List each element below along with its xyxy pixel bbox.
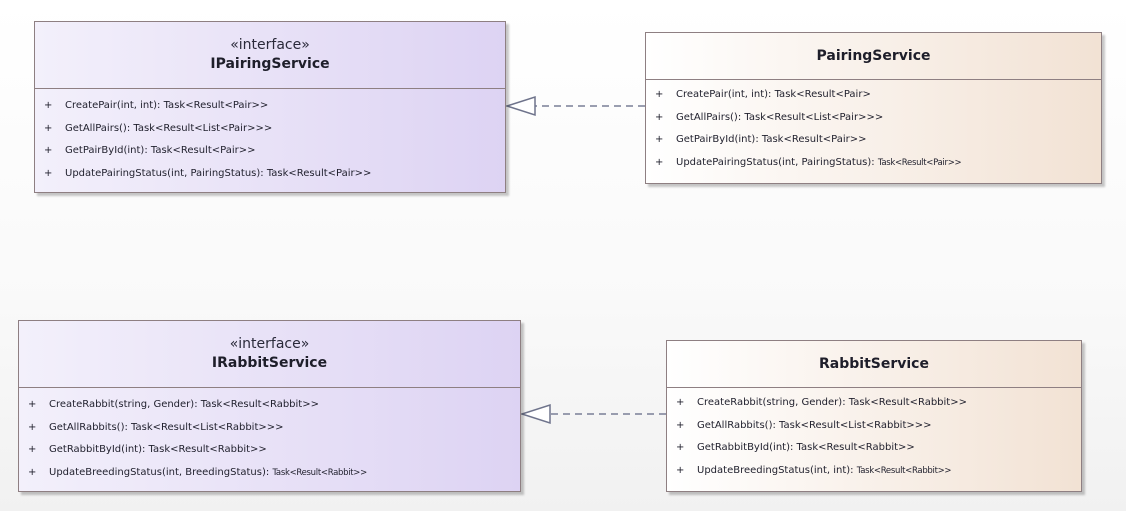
visibility-marker: + [28,421,37,433]
operation-return-type: Task<Result<Pair>> [877,157,962,168]
operation-signature: GetAllRabbits(): Task<Result<List<Rabbit… [697,419,932,431]
operation-row[interactable]: + GetPairById(int): Task<Result<Pair>> [35,140,505,163]
visibility-marker: + [44,145,53,156]
stereotype-label: «interface» [230,37,310,53]
operation-signature: UpdatePairingStatus(int, PairingStatus): [676,156,878,168]
operation-row[interactable]: + UpdateBreedingStatus(int, int): Task<Re… [667,460,1081,483]
class-box-irabbitservice[interactable]: «interface» IRabbitService + CreateRabbit… [18,320,521,492]
visibility-marker: + [655,89,664,100]
operation-row[interactable]: + CreateRabbit(string, Gender): Task<Resu… [667,392,1081,415]
visibility-marker: + [655,156,664,168]
operation-row[interactable]: + GetRabbitById(int): Task<Result<Rabbit>… [667,437,1081,460]
class-header: «interface» IPairingService [35,22,505,89]
operation-signature: GetRabbitById(int): Task<Result<Rabbit>> [49,444,267,455]
visibility-marker: + [28,444,37,455]
class-name: IPairingService [210,56,330,72]
realization-arrowhead-icon [519,403,551,425]
visibility-marker: + [28,399,37,410]
class-name: IRabbitService [211,355,328,371]
class-box-pairingservice[interactable]: PairingService + CreatePair(int, int): Ta… [645,32,1102,184]
operations-compartment: + CreateRabbit(string, Gender): Task<Resu… [667,388,1081,482]
class-name: RabbitService [819,355,929,372]
operation-row[interactable]: + GetAllRabbits(): Task<Result<List<Rabbi… [667,415,1081,438]
class-header: PairingService [646,33,1101,80]
operation-row[interactable]: + GetPairById(int): Task<Result<Pair>> [646,129,1101,152]
operation-signature: GetAllPairs(): Task<Result<List<Pair>>> [676,111,884,123]
operation-row[interactable]: + GetRabbitById(int): Task<Result<Rabbit>… [19,439,520,462]
operation-row[interactable]: + CreatePair(int, int): Task<Result<Pair>… [35,95,505,118]
operation-row[interactable]: + CreateRabbit(string, Gender): Task<Resu… [19,394,520,417]
operation-signature: CreatePair(int, int): Task<Result<Pair> [676,89,871,100]
visibility-marker: + [44,100,53,111]
operation-return-type: Task<Result<Rabbit>> [272,467,367,478]
class-header: RabbitService [667,341,1081,388]
visibility-marker: + [655,134,664,145]
operations-compartment: + CreatePair(int, int): Task<Result<Pair>… [35,89,505,185]
operation-signature: CreatePair(int, int): Task<Result<Pair>> [65,100,269,111]
realization-pairing[interactable] [504,95,645,117]
class-box-ipairingservice[interactable]: «interface» IPairingService + CreatePair(… [34,21,506,193]
operation-signature: UpdatePairingStatus(int, PairingStatus):… [65,167,372,179]
operation-row[interactable]: + GetAllPairs(): Task<Result<List<Pair>>> [646,107,1101,130]
visibility-marker: + [676,442,685,453]
operation-signature: CreateRabbit(string, Gender): Task<Resul… [697,397,967,408]
operation-signature: GetAllPairs(): Task<Result<List<Pair>>> [65,122,273,134]
visibility-marker: + [676,419,685,431]
operations-compartment: + CreatePair(int, int): Task<Result<Pair>… [646,80,1101,174]
visibility-marker: + [28,466,37,478]
operation-return-type: Task<Result<Rabbit>> [856,465,952,476]
operation-signature: GetRabbitById(int): Task<Result<Rabbit>> [697,442,915,453]
realization-arrowhead-icon [504,95,536,117]
operation-row[interactable]: + UpdateBreedingStatus(int, BreedingStatu… [19,462,520,485]
operation-row[interactable]: + CreatePair(int, int): Task<Result<Pair> [646,84,1101,107]
stereotype-label: «interface» [229,336,310,352]
operation-row[interactable]: + GetAllRabbits(): Task<Result<List<Rabbi… [19,417,520,440]
realization-rabbit[interactable] [519,403,666,425]
operation-signature: GetPairById(int): Task<Result<Pair>> [65,145,256,156]
visibility-marker: + [44,167,53,179]
visibility-marker: + [655,111,664,123]
class-header: «interface» IRabbitService [19,321,520,388]
class-name: PairingService [816,47,931,64]
operation-row[interactable]: + GetAllPairs(): Task<Result<List<Pair>>> [35,118,505,141]
operation-signature: GetAllRabbits(): Task<Result<List<Rabbit… [49,421,284,433]
operation-row[interactable]: + UpdatePairingStatus(int, PairingStatus)… [35,163,505,186]
visibility-marker: + [44,122,53,134]
operation-signature: UpdateBreedingStatus(int, BreedingStatus… [49,466,273,478]
operation-signature: UpdateBreedingStatus(int, int): [697,464,857,476]
operation-row[interactable]: + UpdatePairingStatus(int, PairingStatus)… [646,152,1101,175]
operation-signature: GetPairById(int): Task<Result<Pair>> [676,134,867,145]
operation-signature: CreateRabbit(string, Gender): Task<Resul… [49,399,319,410]
class-box-rabbitservice[interactable]: RabbitService + CreateRabbit(string, Gend… [666,340,1082,492]
operations-compartment: + CreateRabbit(string, Gender): Task<Resu… [19,388,520,484]
visibility-marker: + [676,464,685,476]
visibility-marker: + [676,397,685,408]
